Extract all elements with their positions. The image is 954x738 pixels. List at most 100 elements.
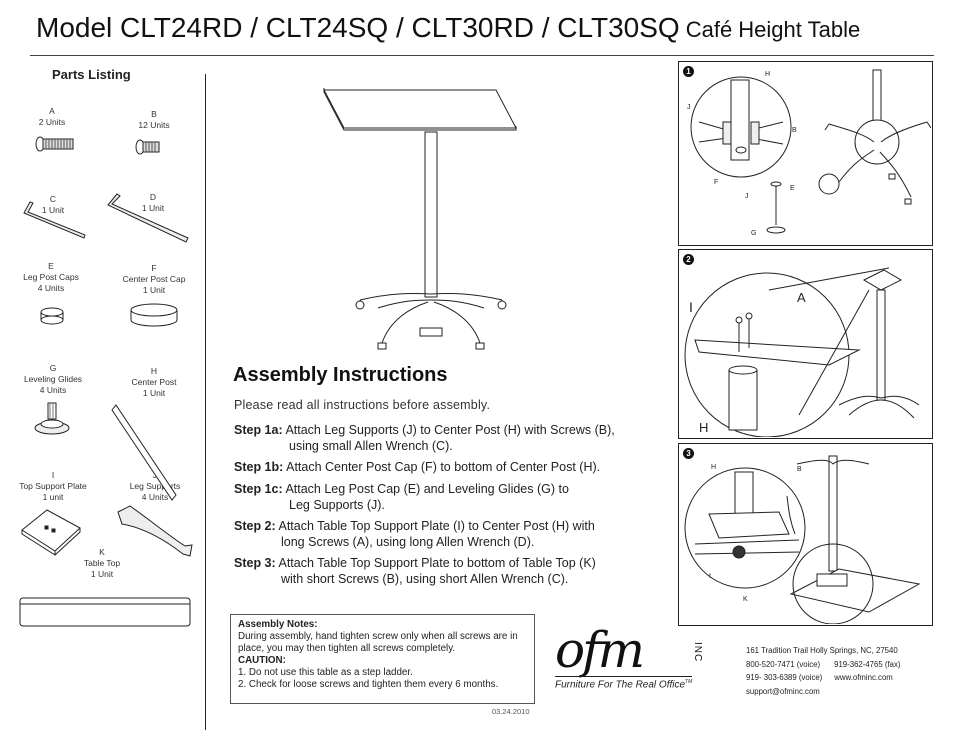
step-label: Step 1b: — [234, 460, 284, 474]
label-j: J — [687, 104, 691, 111]
part-b-letter: B — [151, 109, 157, 119]
part-c-desc: 1 Unit — [41, 205, 65, 215]
panel-number-badge: 1 — [683, 66, 694, 77]
step-label: Step 2: — [234, 519, 276, 533]
allen-wrench-d-drawing — [107, 193, 189, 243]
step-1b: Step 1b: Attach Center Post Cap (F) to b… — [234, 459, 600, 475]
label-e: E — [790, 185, 795, 192]
document-date: 03.24.2010 — [492, 707, 530, 716]
notes-body: During assembly, hand tighten screw only… — [238, 631, 518, 654]
assembly-intro: Please read all instructions before asse… — [234, 398, 491, 412]
center-post-h-drawing — [111, 404, 177, 501]
model-title: Model CLT24RD / CLT24SQ / CLT30RD / CLT3… — [36, 12, 680, 43]
part-f-desc: Center Post Cap — [122, 274, 186, 284]
label-b: B — [797, 466, 802, 473]
panel-2-drawing: I A H — [684, 267, 920, 437]
center-post-cap-f-drawing — [130, 303, 178, 327]
part-h-letter: H — [150, 366, 158, 376]
label-f: F — [714, 179, 718, 186]
part-a-desc: 2 Units — [38, 117, 66, 127]
company-phone-2: 919- 303-6389 (voice) www.ofminc.com — [746, 673, 893, 682]
parts-illustrations — [19, 136, 193, 627]
allen-wrench-c-drawing — [23, 201, 86, 239]
logo-tagline: Furniture For The Real OfficeTM — [555, 676, 693, 691]
parts-listing-heading: Parts Listing — [52, 67, 131, 82]
caution-item-2: 2. Check for loose screws and tighten th… — [238, 679, 499, 690]
part-g-label: G Leveling Glides 4 Units — [0, 363, 108, 396]
document-subtitle: Café Height Table — [685, 17, 861, 42]
step-text: Attach Center Post Cap (F) to bottom of … — [286, 460, 601, 474]
part-a-label: A 2 Units — [0, 106, 107, 128]
part-k-qty: 1 Unit — [90, 569, 114, 579]
step-text: Attach Leg Supports (J) to Center Post (… — [285, 423, 615, 437]
caution-item-1: 1. Do not use this table as a step ladde… — [238, 667, 413, 678]
caution-heading: CAUTION: — [238, 655, 286, 666]
phone-fax: 919-362-4765 (fax) — [834, 660, 901, 669]
panel-1-drawing: H J B F E J G — [687, 69, 931, 237]
label-a: A — [797, 290, 806, 305]
ofm-logo: ofm — [555, 621, 645, 679]
part-i-letter: I — [51, 470, 55, 480]
panel-number-badge: 2 — [683, 254, 694, 265]
step-2: Step 2: Attach Table Top Support Plate (… — [234, 518, 595, 550]
document-title: Model CLT24RD / CLT24SQ / CLT30RD / CLT3… — [36, 12, 860, 44]
step-label: Step 1c: — [234, 482, 283, 496]
label-i: I — [709, 573, 711, 580]
phone-voice-2: 919- 303-6389 (voice) — [746, 673, 823, 682]
top-support-plate-i-drawing — [21, 509, 81, 556]
label-b: B — [792, 127, 797, 134]
screw-b-drawing — [135, 139, 160, 155]
label-j2: J — [745, 193, 749, 200]
label-h: H — [699, 420, 708, 435]
part-k-letter: K — [99, 547, 105, 557]
part-g-qty: 4 Units — [39, 385, 67, 395]
phone-voice: 800-520-7471 (voice) — [746, 660, 821, 669]
part-j-qty: 4 Units — [141, 492, 169, 502]
part-h-desc: Center Post — [131, 377, 177, 387]
step-cont: Leg Supports (J). — [289, 498, 385, 512]
company-website[interactable]: www.ofminc.com — [834, 673, 893, 682]
step-cont: using small Allen Wrench (C). — [289, 439, 453, 453]
company-phone: 800-520-7471 (voice) 919-362-4765 (fax) — [746, 660, 900, 669]
part-c-letter: C — [49, 194, 57, 204]
part-g-desc: Leveling Glides — [23, 374, 83, 384]
label-k: K — [743, 596, 748, 603]
step-text: Attach Table Top Support Plate to bottom… — [278, 556, 596, 570]
part-i-desc: Top Support Plate — [19, 481, 87, 491]
label-i: I — [689, 299, 693, 315]
part-h-qty: 1 Unit — [142, 388, 166, 398]
leveling-glide-g-drawing — [34, 402, 70, 435]
label-g: G — [751, 230, 756, 237]
part-f-qty: 1 Unit — [142, 285, 166, 295]
part-h-label: H Center Post 1 Unit — [99, 366, 209, 399]
step-label: Step 3: — [234, 556, 276, 570]
part-k-desc: Table Top — [83, 558, 121, 568]
ofm-logo-inc: INC — [692, 642, 703, 663]
table-top-k-drawing — [19, 597, 191, 627]
assembly-notes-box: Assembly Notes: During assembly, hand ti… — [230, 614, 535, 704]
part-f-label: F Center Post Cap 1 Unit — [99, 263, 209, 296]
company-email[interactable]: support@ofminc.com — [746, 687, 820, 696]
trademark-mark: TM — [685, 679, 693, 685]
part-b-desc: 12 Units — [138, 120, 170, 130]
part-f-letter: F — [151, 263, 157, 273]
part-e-letter: E — [48, 261, 54, 271]
step-text: Attach Table Top Support Plate (I) to Ce… — [278, 519, 595, 533]
leg-support-j-drawing — [117, 505, 193, 557]
part-b-label: B 12 Units — [99, 109, 209, 131]
tagline-text: Furniture For The Real Office — [555, 679, 686, 691]
part-k-label: K Table Top 1 Unit — [47, 547, 157, 580]
part-d-desc: 1 Unit — [141, 203, 165, 213]
leg-post-cap-e-drawing — [40, 307, 64, 325]
label-h: H — [711, 464, 716, 471]
part-a-letter: A — [49, 106, 55, 116]
header-rule — [30, 55, 934, 56]
assembly-title: Assembly Instructions — [233, 364, 448, 386]
screw-a-drawing — [35, 136, 74, 152]
label-h: H — [765, 71, 770, 78]
step-text: Attach Leg Post Cap (E) and Leveling Gli… — [285, 482, 569, 496]
step-cont: with short Screws (B), using short Allen… — [281, 572, 569, 586]
step-1a: Step 1a: Attach Leg Supports (J) to Cent… — [234, 422, 615, 454]
step-label: Step 1a: — [234, 423, 283, 437]
part-i-qty: 1 unit — [42, 492, 64, 502]
